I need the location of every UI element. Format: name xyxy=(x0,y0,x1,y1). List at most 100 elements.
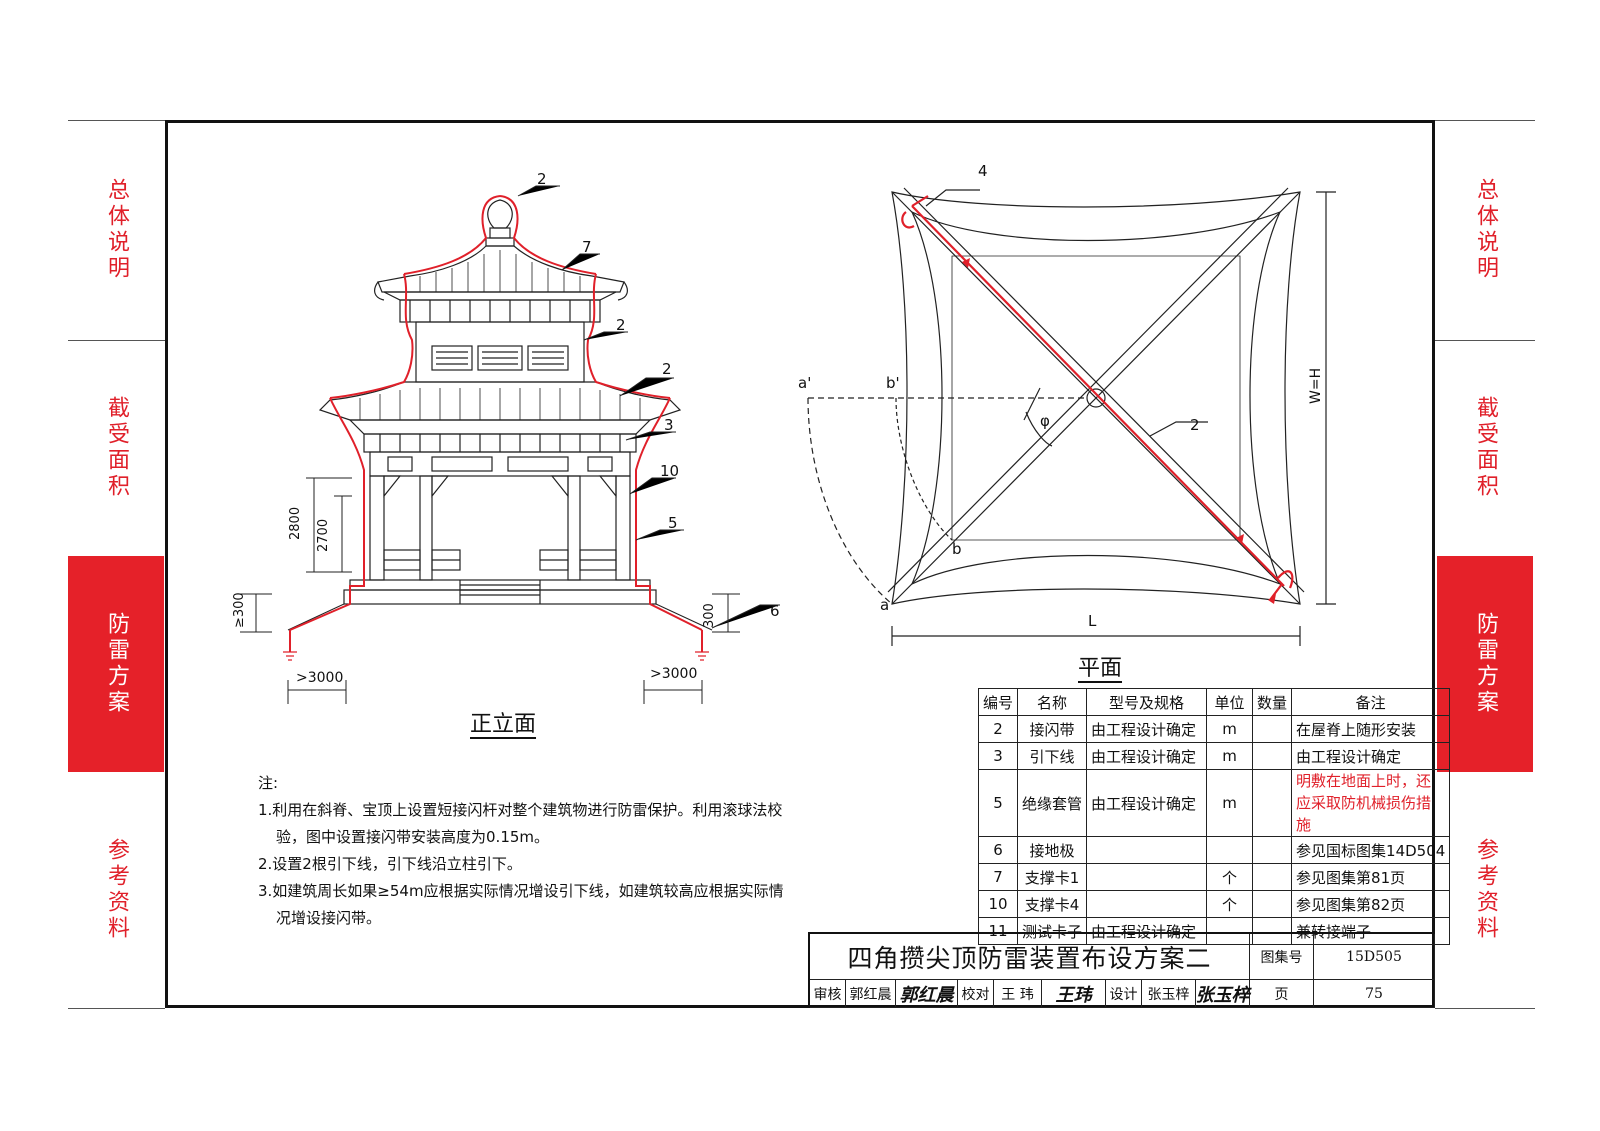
title-block: 四角攒尖顶防雷装置布设方案二 图集号 15D505 审核 郭红晨 郭红晨 校对 … xyxy=(808,932,1435,1008)
table-cell: 引下线 xyxy=(1017,742,1088,770)
table-cell: 7 xyxy=(977,863,1019,891)
page-label: 页 xyxy=(1250,980,1314,1008)
table-cell: 兼转接端子 xyxy=(1291,917,1451,945)
table-cell: 绝缘套管 xyxy=(1017,769,1088,837)
side-tab-reference[interactable]: 参考资料 xyxy=(68,774,164,1006)
table-cell: 接地极 xyxy=(1017,836,1088,864)
table-cell: 由工程设计确定 xyxy=(1086,742,1208,770)
table-cell: 测试卡子 xyxy=(1017,917,1088,945)
elevation-label-2-top: 2 xyxy=(537,170,547,188)
table-header: 单位 xyxy=(1206,688,1254,716)
side-tab-area-right[interactable]: 截受面积 xyxy=(1437,342,1533,554)
elevation-label-5: 5 xyxy=(668,514,678,532)
dim-left-dist: >3000 xyxy=(296,670,344,686)
table-cell xyxy=(1206,917,1254,945)
elevation-label-2-low: 2 xyxy=(662,360,672,378)
table-cell xyxy=(1252,890,1293,918)
side-tab-label: 防雷方案 xyxy=(104,612,129,716)
table-cell xyxy=(1252,742,1293,770)
review-label: 审核 xyxy=(810,980,846,1008)
table-header: 备注 xyxy=(1291,688,1451,716)
plan-label-a: a xyxy=(880,596,890,614)
note-line: 3.如建筑周长如果≥54m应根据实际情况增设引下线，如建筑较高应根据实际情 xyxy=(258,882,784,900)
table-row: 10 支撑卡4 个 参见图集第82页 xyxy=(977,890,1451,918)
plan-label-4: 4 xyxy=(978,162,988,180)
atlas-number: 15D505 xyxy=(1314,934,1435,980)
plan-label-WH: W=H xyxy=(1308,367,1324,404)
side-tab-reference-right[interactable]: 参考资料 xyxy=(1437,774,1533,1006)
side-tab-label: 截受面积 xyxy=(104,396,129,500)
side-tab-label: 总体说明 xyxy=(1473,178,1498,282)
table-cell: 5 xyxy=(977,769,1019,837)
table-cell: m xyxy=(1206,769,1254,837)
table-row: 3 引下线 由工程设计确定 m 由工程设计确定 xyxy=(977,742,1451,770)
reviewer-name: 郭红晨 xyxy=(846,980,896,1008)
table-cell: 由工程设计确定 xyxy=(1086,715,1208,743)
designer-signature: 张玉梓 xyxy=(1196,980,1250,1008)
side-tab-overview[interactable]: 总体说明 xyxy=(68,122,164,338)
table-cell xyxy=(1086,890,1208,918)
table-header-row: 编号 名称 型号及规格 单位 数量 备注 xyxy=(977,688,1451,716)
checker-name: 王 玮 xyxy=(994,980,1042,1008)
drawing-title: 四角攒尖顶防雷装置布设方案二 xyxy=(810,934,1250,980)
table-header: 数量 xyxy=(1252,688,1293,716)
table-cell: m xyxy=(1206,715,1254,743)
table-cell: 由工程设计确定 xyxy=(1291,742,1451,770)
side-tab-label: 截受面积 xyxy=(1473,396,1498,500)
table-cell: 参见图集第82页 xyxy=(1291,890,1451,918)
drawing-frame xyxy=(165,120,1435,1008)
dim-right-dist: >3000 xyxy=(650,666,698,682)
side-tab-label: 防雷方案 xyxy=(1473,612,1498,716)
table-header: 型号及规格 xyxy=(1086,688,1208,716)
notes: 注: 1.利用在斜脊、宝顶上设置短接闪杆对整个建筑物进行防雷保护。利用滚球法校 … xyxy=(258,770,784,932)
table-cell: 2 xyxy=(977,715,1019,743)
table-cell: 11 xyxy=(977,917,1019,945)
side-tab-overview-right[interactable]: 总体说明 xyxy=(1437,122,1533,338)
table-cell: 个 xyxy=(1206,863,1254,891)
elevation-label-7: 7 xyxy=(582,238,592,256)
plan-label-phi: φ xyxy=(1040,412,1050,430)
table-cell xyxy=(1086,836,1208,864)
table-cell: 支撑卡1 xyxy=(1017,863,1088,891)
plan-label-a-prime: a' xyxy=(798,374,812,392)
side-tab-area[interactable]: 截受面积 xyxy=(68,342,164,554)
table-cell: 参见图集第81页 xyxy=(1291,863,1451,891)
atlas-label: 图集号 xyxy=(1250,934,1314,980)
table-cell: m xyxy=(1206,742,1254,770)
table-cell-remark-red: 明敷在地面上时，还应采取防机械损伤措施 xyxy=(1291,769,1451,837)
plan-label-L: L xyxy=(1088,612,1097,630)
table-cell: 在屋脊上随形安装 xyxy=(1291,715,1451,743)
table-header: 名称 xyxy=(1017,688,1088,716)
elevation-label-10: 10 xyxy=(660,462,680,480)
check-label: 校对 xyxy=(958,980,994,1008)
notes-heading: 注: xyxy=(258,774,279,792)
designer-name: 张玉梓 xyxy=(1142,980,1196,1008)
page-number: 75 xyxy=(1314,980,1435,1008)
table-cell: 接闪带 xyxy=(1017,715,1088,743)
table-cell xyxy=(1252,836,1293,864)
side-tab-label: 总体说明 xyxy=(104,178,129,282)
table-row: 7 支撑卡1 个 参见图集第81页 xyxy=(977,863,1451,891)
reviewer-signature: 郭红晨 xyxy=(896,980,958,1008)
table-cell: 个 xyxy=(1206,890,1254,918)
note-line: 验，图中设置接闪带安装高度为0.15m。 xyxy=(276,828,550,846)
elevation-label-2-mid: 2 xyxy=(616,316,626,334)
plan-label-2: 2 xyxy=(1190,416,1200,434)
table-cell: 由工程设计确定 xyxy=(1086,769,1208,837)
table-cell xyxy=(1252,715,1293,743)
design-label: 设计 xyxy=(1106,980,1142,1008)
table-cell: 10 xyxy=(977,890,1019,918)
side-tab-label: 参考资料 xyxy=(104,838,129,942)
table-cell xyxy=(1086,863,1208,891)
table-row: 5 绝缘套管 由工程设计确定 m 明敷在地面上时，还应采取防机械损伤措施 xyxy=(977,769,1451,837)
side-tab-label: 参考资料 xyxy=(1473,838,1498,942)
elevation-title: 正立面 xyxy=(470,712,537,737)
table-cell xyxy=(1252,863,1293,891)
side-tab-lightning-right[interactable]: 防雷方案 xyxy=(1437,556,1533,772)
elevation-label-6: 6 xyxy=(770,602,780,620)
table-cell: 3 xyxy=(977,742,1019,770)
plan-title: 平面 xyxy=(1078,656,1123,681)
table-header: 编号 xyxy=(977,688,1019,716)
side-tab-lightning[interactable]: 防雷方案 xyxy=(68,556,164,772)
